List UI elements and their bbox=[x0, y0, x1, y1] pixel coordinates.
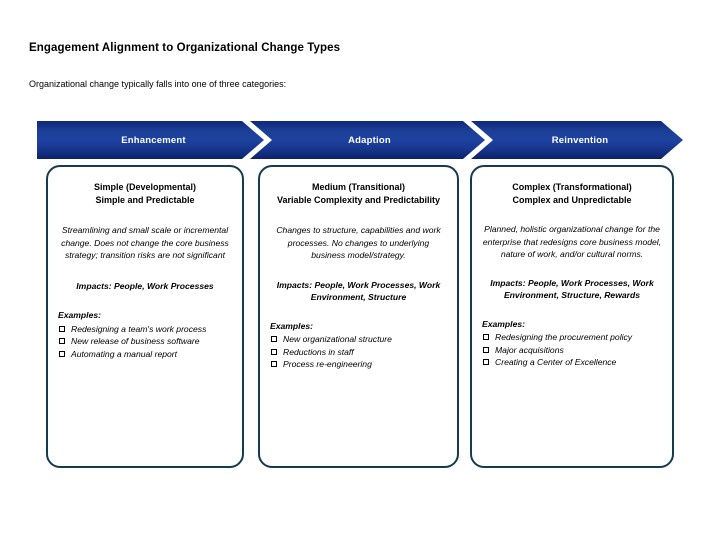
change-type-chevron-band: Enhancement Adaption Reinvention bbox=[0, 121, 720, 159]
card-description-adaption: Changes to structure, capabilities and w… bbox=[276, 225, 441, 260]
list-item-label: New release of business software bbox=[71, 336, 200, 346]
list-item: Automating a manual report bbox=[58, 348, 232, 361]
list-item: Redesigning a team's work process bbox=[58, 323, 232, 336]
card-examples-label-adaption: Examples: bbox=[270, 320, 313, 331]
card-heading-line1: Complex (Transformational) bbox=[512, 182, 632, 192]
card-heading-line2: Simple and Predictable bbox=[95, 194, 195, 205]
chevron-label-enhancement: Enhancement bbox=[121, 134, 186, 146]
chevron-label-adaption: Adaption bbox=[348, 134, 391, 146]
card-impacts-reinvention: Impacts: People, Work Processes, Work En… bbox=[490, 277, 654, 301]
list-item-label: Redesigning the procurement policy bbox=[495, 332, 633, 342]
card-heading-line2: Variable Complexity and Predictability bbox=[276, 194, 441, 205]
checkbox-icon bbox=[59, 338, 65, 344]
card-examples-list-adaption: New organizational structure Reductions … bbox=[270, 333, 447, 371]
card-adaption: Medium (Transitional) Variable Complexit… bbox=[258, 165, 459, 468]
card-impacts-adaption: Impacts: People, Work Processes, Work En… bbox=[276, 279, 441, 303]
checkbox-icon bbox=[59, 350, 65, 357]
checkbox-icon bbox=[271, 361, 277, 367]
chevron-enhancement[interactable]: Enhancement bbox=[37, 121, 264, 159]
card-heading-line1: Simple (Developmental) bbox=[93, 182, 197, 192]
card-heading-adaption: Medium (Transitional) Variable Complexit… bbox=[270, 181, 447, 206]
list-item: Major acquisitions bbox=[482, 344, 662, 357]
card-reinvention: Complex (Transformational) Complex and U… bbox=[470, 165, 674, 468]
card-examples-list-enhancement: Redesigning a team's work process New re… bbox=[58, 323, 232, 361]
page-title: Engagement Alignment to Organizational C… bbox=[29, 42, 341, 54]
checkbox-icon bbox=[483, 359, 489, 365]
card-heading-line1: Medium (Transitional) bbox=[311, 182, 405, 192]
checkbox-icon bbox=[271, 348, 277, 355]
list-item: Redesigning the procurement policy bbox=[482, 331, 662, 344]
list-item-label: Major acquisitions bbox=[495, 344, 564, 355]
list-item-label: Automating a manual report bbox=[71, 348, 178, 359]
list-item: New release of business software bbox=[58, 335, 232, 348]
card-description-enhancement: Streamlining and small scale or incremen… bbox=[61, 225, 229, 260]
card-heading-reinvention: Complex (Transformational) Complex and U… bbox=[482, 181, 662, 206]
card-impacts-enhancement: Impacts: People, Work Processes bbox=[76, 280, 214, 291]
list-item: Creating a Center of Excellence bbox=[482, 356, 662, 369]
card-enhancement: Simple (Developmental) Simple and Predic… bbox=[46, 165, 244, 468]
checkbox-icon bbox=[59, 325, 65, 332]
list-item-label: Process re-engineering bbox=[283, 359, 372, 369]
list-item-label: New organizational structure bbox=[283, 334, 392, 344]
list-item: Reductions in staff bbox=[270, 346, 447, 359]
card-examples-list-reinvention: Redesigning the procurement policy Major… bbox=[482, 331, 662, 369]
checkbox-icon bbox=[483, 346, 489, 353]
list-item: Process re-engineering bbox=[270, 358, 447, 371]
list-item-label: Redesigning a team's work process bbox=[71, 323, 207, 334]
card-heading-line2: Complex and Unpredictable bbox=[512, 194, 632, 205]
checkbox-icon bbox=[483, 334, 489, 340]
chevron-label-reinvention: Reinvention bbox=[551, 134, 609, 146]
chevron-reinvention[interactable]: Reinvention bbox=[471, 121, 683, 159]
card-examples-label-enhancement: Examples: bbox=[58, 310, 101, 320]
page-subtitle: Organizational change typically falls in… bbox=[29, 79, 287, 89]
chevron-adaption[interactable]: Adaption bbox=[250, 121, 485, 159]
list-item-label: Reductions in staff bbox=[283, 346, 354, 357]
card-description-reinvention: Planned, holistic organizational change … bbox=[482, 224, 662, 259]
checkbox-icon bbox=[271, 336, 277, 342]
list-item-label: Creating a Center of Excellence bbox=[495, 357, 617, 367]
list-item: New organizational structure bbox=[270, 333, 447, 346]
card-heading-enhancement: Simple (Developmental) Simple and Predic… bbox=[58, 181, 232, 206]
card-examples-label-reinvention: Examples: bbox=[482, 318, 525, 329]
